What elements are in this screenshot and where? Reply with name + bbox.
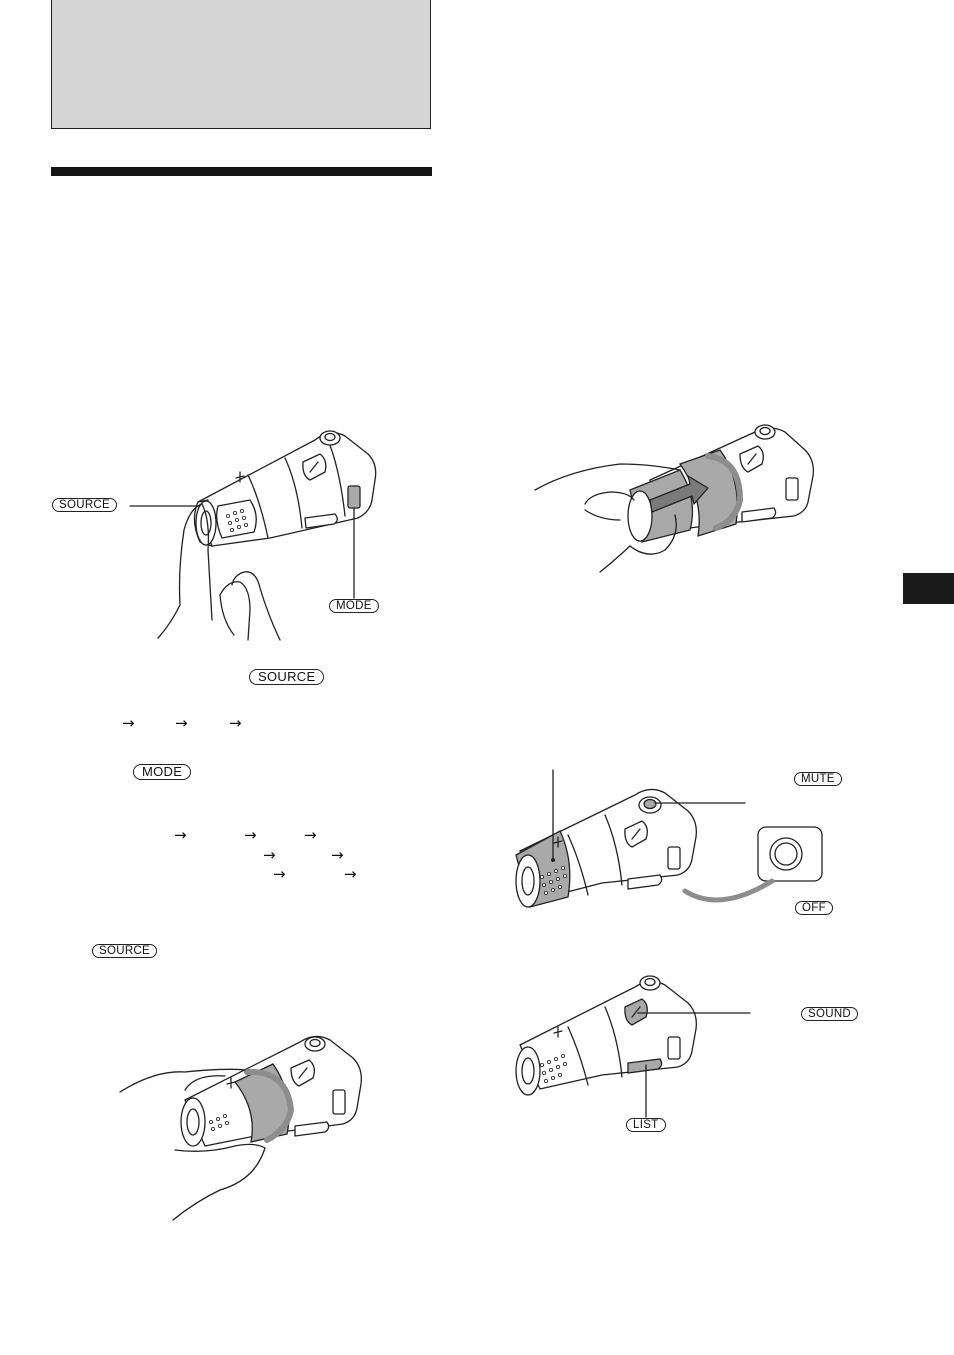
mode-cycle-arrow-1: → (174, 826, 187, 844)
header-gray-box (51, 0, 431, 129)
mode-cycle-arrow-7: → (344, 865, 357, 883)
source-cycle-arrow-3: → (229, 714, 242, 732)
mode-cycle-arrow-3: → (304, 826, 317, 844)
source-button-label: SOURCE (52, 498, 118, 512)
rotary-commander-mute-illustration (515, 769, 823, 908)
off-label: OFF (795, 901, 833, 915)
mode-cycle-arrow-5: → (331, 846, 344, 864)
mode-button-label: MODE (329, 599, 379, 613)
mode-inline-label: MODE (133, 764, 192, 780)
mode-cycle-arrow-4: → (263, 846, 276, 864)
mute-button-label: MUTE (794, 772, 842, 786)
rotary-commander-rotate-illustration (534, 424, 814, 573)
sound-button-label: SOUND (801, 1007, 859, 1021)
mode-cycle-arrow-2: → (244, 826, 257, 844)
source-inline-label: SOURCE (249, 669, 325, 685)
source-cycle-arrow-2: → (175, 714, 188, 732)
rotary-commander-source-mode-illustration (129, 430, 377, 641)
rotary-commander-sound-list-illustration (515, 975, 751, 1118)
mode-cycle-arrow-6: → (273, 865, 286, 883)
source-inline-label-2: SOURCE (92, 944, 158, 958)
rotary-commander-volume-illustration (119, 1035, 362, 1221)
section-rule (51, 167, 432, 176)
chapter-side-tab (903, 573, 954, 604)
list-button-label: LIST (626, 1118, 666, 1132)
source-cycle-arrow-1: → (122, 714, 135, 732)
